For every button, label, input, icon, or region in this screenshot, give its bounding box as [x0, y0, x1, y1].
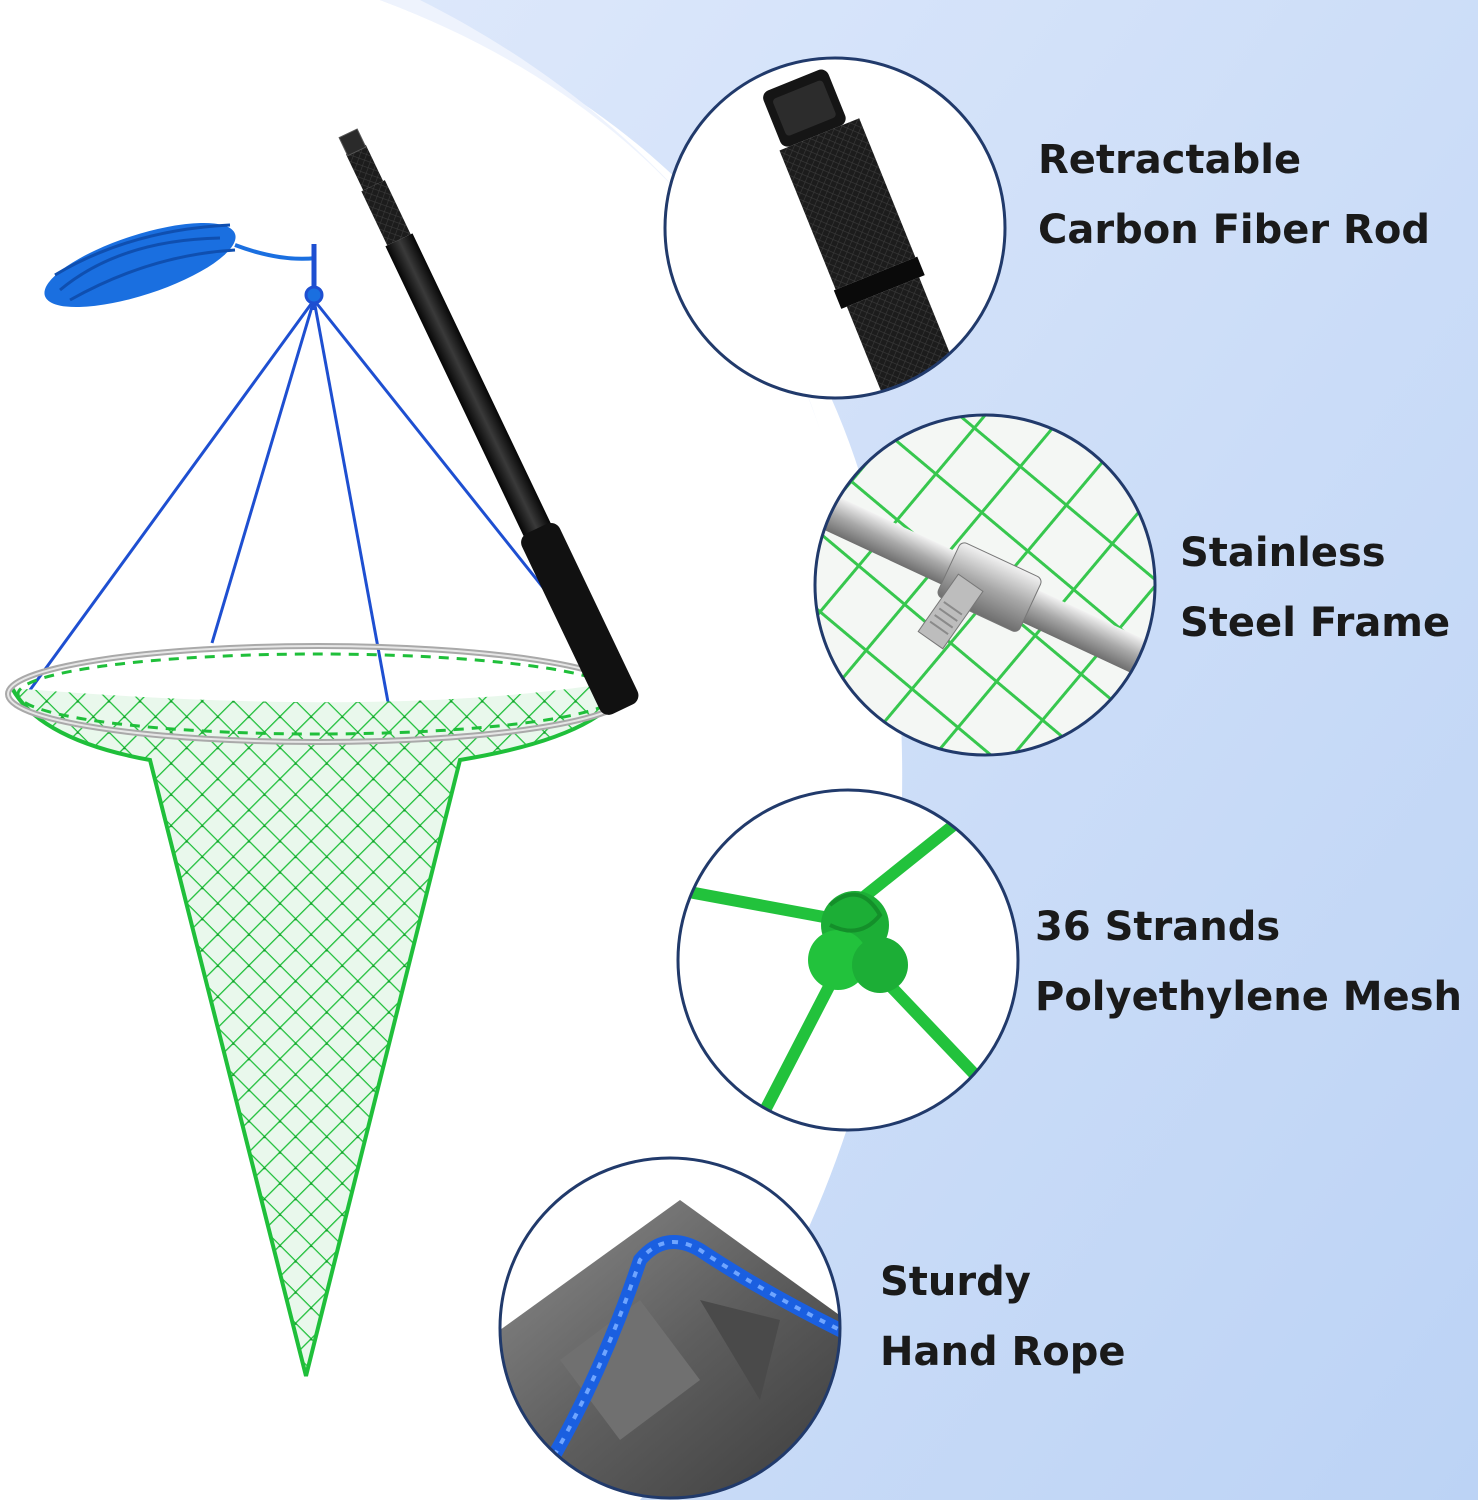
- blue-swoosh: [380, 0, 1478, 1500]
- carbon-rod-closeup: [663, 56, 1007, 400]
- feature-label-line1: Sturdy: [880, 1259, 1031, 1305]
- feature-label-line1: 36 Strands: [1035, 904, 1281, 950]
- rope-coil: [44, 222, 317, 308]
- feature-label-line1: Retractable: [1038, 137, 1302, 183]
- feature-label-line2: Polyethylene Mesh: [1035, 974, 1462, 1020]
- telescopic-rod: [338, 128, 639, 715]
- feature-label-line2: Carbon Fiber Rod: [1038, 207, 1430, 253]
- mesh-knot-closeup: [676, 788, 1020, 1132]
- feature-label-line2: Hand Rope: [880, 1329, 1126, 1375]
- feature-label-line2: Steel Frame: [1180, 600, 1451, 646]
- feature-label-line1: Stainless: [1180, 530, 1386, 576]
- feature-label-carbon-rod: Retractable Carbon Fiber Rod: [1038, 125, 1430, 265]
- feature-label-steel-frame: Stainless Steel Frame: [1180, 518, 1450, 658]
- feature-label-hand-rope: Sturdy Hand Rope: [880, 1247, 1126, 1387]
- feature-label-mesh: 36 Strands Polyethylene Mesh: [1035, 892, 1462, 1032]
- steel-frame-closeup: [813, 413, 1157, 757]
- hand-rope-closeup: [498, 1156, 842, 1500]
